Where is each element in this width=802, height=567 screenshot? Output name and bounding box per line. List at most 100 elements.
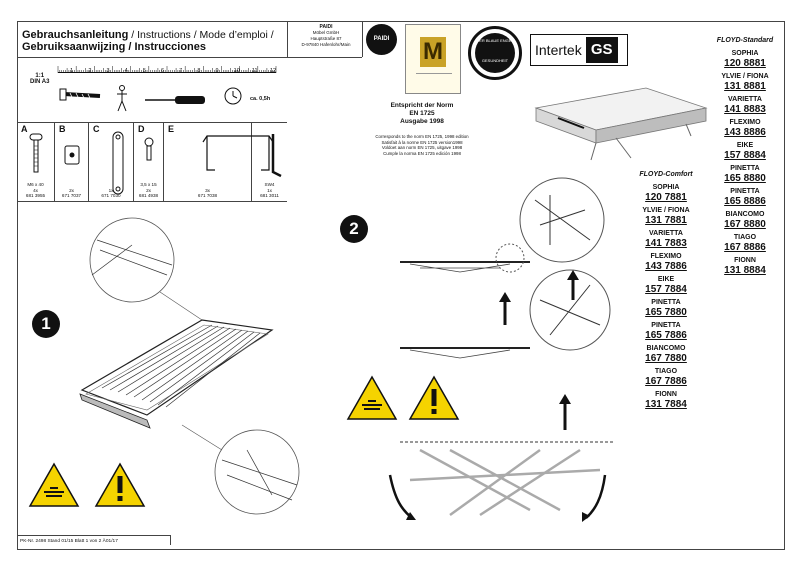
norm-sub1: Corresponds to the norm EN 1725, 1998 ed… xyxy=(375,134,469,139)
ruler-number: 3 xyxy=(106,68,110,74)
ruler-number: 11 xyxy=(251,68,258,74)
article-number: 143 7886 xyxy=(645,261,687,272)
person-icon xyxy=(117,85,127,112)
floyd-standard-title: FLOYD-Standard xyxy=(716,37,774,44)
model-name: FIONN xyxy=(655,391,677,398)
model-name: PINETTA xyxy=(730,188,760,195)
article-number: 165 8886 xyxy=(724,196,766,207)
model-name: VARIETTA xyxy=(649,230,683,237)
model-name: TIAGO xyxy=(733,234,757,241)
angel-bottom-text: GESUNDHEIT xyxy=(481,58,509,63)
gs-text: GS xyxy=(585,37,618,63)
angel-top-text: DER BLAUE ENGEL xyxy=(476,38,514,43)
article-number: 131 7884 xyxy=(645,399,687,410)
model-name: EIKE xyxy=(736,142,754,149)
title-bold: Gebrauchsanleitung xyxy=(22,29,129,41)
clock-icon xyxy=(224,87,242,105)
ruler-number: 9 xyxy=(215,68,219,74)
article-number: 165 8880 xyxy=(724,173,766,184)
hardware-part-icon xyxy=(29,133,43,173)
hardware-part-icon xyxy=(144,137,154,161)
company-name: PAIDI xyxy=(319,24,333,30)
model-name: SOPHIA xyxy=(731,50,759,57)
hardware-part-icon xyxy=(64,145,80,165)
ruler-number: 4 xyxy=(124,68,128,74)
hardware-qty: 4x xyxy=(33,187,38,193)
hardware-part-icon xyxy=(202,135,274,171)
hardware-letter: A xyxy=(21,124,28,134)
hardware-part-icon xyxy=(112,131,123,195)
hardware-qty: 2x xyxy=(69,187,74,193)
hardware-size: SW4 xyxy=(264,182,275,188)
hardware-article: 671 7030 xyxy=(101,193,121,199)
model-name: YLVIE / FIONA xyxy=(642,207,690,214)
norm-sub2: Satisfait à la norme EN 1725 version1998 xyxy=(381,139,463,145)
ruler-number: 2 xyxy=(88,68,92,74)
exclamation-warning-icon xyxy=(94,462,146,507)
article-number: 131 8884 xyxy=(724,265,766,276)
ruler-number: 6 xyxy=(161,68,165,74)
hardware-letter: E xyxy=(168,124,175,134)
intertek-gs-logo: Intertek GS xyxy=(530,34,628,66)
model-name: FLEXIMO xyxy=(729,119,761,126)
intertek-text: Intertek xyxy=(535,42,582,58)
article-number: 143 8886 xyxy=(724,127,766,138)
slatted-frame-illustration xyxy=(79,217,300,515)
bed-illustration xyxy=(534,87,708,161)
screwdriver-icon xyxy=(145,96,205,104)
model-name: FIONN xyxy=(734,257,756,264)
article-number: 120 8881 xyxy=(724,58,766,69)
article-number: 167 8886 xyxy=(724,242,766,253)
hardware-part-icon xyxy=(271,134,282,178)
article-number: 157 7884 xyxy=(645,284,687,295)
folding-mechanism-illustration xyxy=(388,177,615,522)
hardware-qty: 1x xyxy=(108,187,114,193)
quality-seal: M xyxy=(405,24,461,94)
company-line2: Möbel GmbH xyxy=(312,30,340,35)
model-name: TIAGO xyxy=(654,368,678,375)
divider xyxy=(287,21,288,57)
model-name: BIANCOMO xyxy=(725,211,765,218)
model-name: YLVIE / FIONA xyxy=(721,73,769,80)
paidi-logo-text: PAIDI xyxy=(373,36,390,42)
ruler-number: 1 xyxy=(70,68,74,74)
hardware-letter: B xyxy=(59,124,66,134)
hardware-size: M6 x 40 xyxy=(27,182,44,188)
article-number: 167 7886 xyxy=(645,376,687,387)
ruler-number: 8 xyxy=(197,68,201,74)
hardware-size: 3,5 x 15 xyxy=(140,182,157,188)
norm-sub4: Cumple la norma EN 1725 edición 1998 xyxy=(383,150,461,156)
floyd-comfort-title: FLOYD-Comfort xyxy=(639,171,693,178)
ruler-number: 12 xyxy=(270,68,277,74)
gold-m-icon: M xyxy=(420,37,446,67)
model-name: FLEXIMO xyxy=(650,253,682,260)
norm-translations: Corresponds to the norm EN 1725, 1998 ed… xyxy=(352,134,492,156)
screw-icon xyxy=(59,88,101,101)
divider xyxy=(17,122,287,123)
pinch-warning-icon xyxy=(28,462,80,507)
scale-format: DIN A3 xyxy=(30,79,50,85)
paidi-logo: PAIDI xyxy=(366,24,397,55)
title-sub: Gebruiksaanwijzing / Instrucciones xyxy=(22,41,206,53)
model-name: PINETTA xyxy=(651,322,681,329)
norm-line2: EN 1725 xyxy=(409,110,435,117)
scale-label: 1:1 DIN A3 xyxy=(30,73,49,85)
title-rest: / Instructions / Mode d’emploi / xyxy=(128,29,274,41)
company-street: Hauptstraße 87 xyxy=(310,36,342,41)
hardware-qty: 1x xyxy=(267,187,272,193)
hardware-qty: 3x xyxy=(205,187,210,193)
step-number: 2 xyxy=(340,215,368,243)
pinch-warning-icon xyxy=(346,375,398,420)
hardware-article: 681 3011 xyxy=(260,193,279,199)
company-city: D-97840 Hafenlohr/Main xyxy=(301,42,351,47)
ruler xyxy=(57,61,277,73)
article-number: 167 8880 xyxy=(724,219,766,230)
